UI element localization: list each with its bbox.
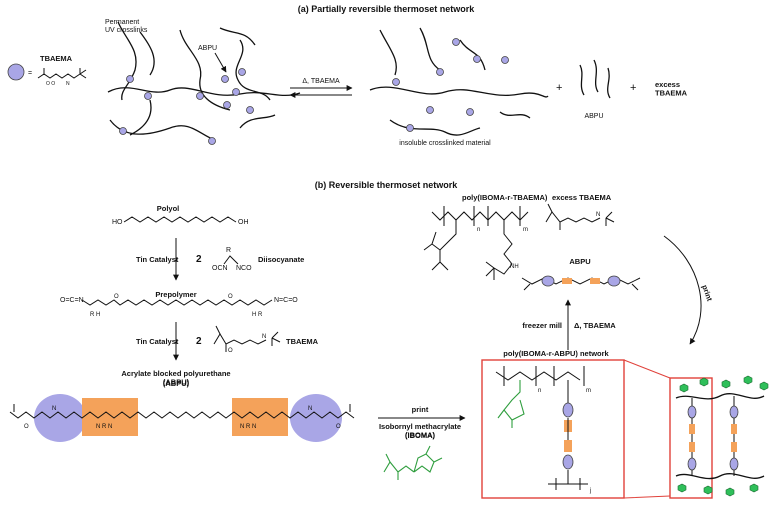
- network-label: poly(IBOMA-r-ABPU) network: [503, 349, 609, 358]
- abpu-full-label: Acrylate blocked polyurethane(ABPU): [121, 369, 230, 387]
- iboma-label: Isobornyl methacrylate(IBOMA): [379, 422, 461, 440]
- svg-text:N R N: N R N: [240, 424, 256, 430]
- svg-text:m: m: [523, 227, 528, 233]
- svg-text:R: R: [226, 247, 231, 254]
- insoluble-label: insoluble crosslinked material: [399, 140, 491, 147]
- panel-a-title: (a) Partially reversible thermoset netwo…: [298, 4, 476, 14]
- plus-2: +: [630, 82, 636, 94]
- svg-text:O: O: [228, 294, 233, 300]
- eq-1: 2: [196, 254, 202, 265]
- panel-b-title: (b) Reversible thermoset network: [315, 180, 459, 190]
- svg-text:n: n: [538, 388, 541, 394]
- abpu-structure: O N N R N N R N N O: [9, 394, 355, 442]
- svg-text:j: j: [589, 488, 591, 494]
- print-arrow: print Isobornyl methacrylate(IBOMA) (IBO…: [378, 405, 466, 440]
- free-abpu-label: ABPU: [584, 113, 603, 120]
- macro-network: [669, 375, 769, 499]
- svg-text:N R N: N R N: [96, 424, 112, 430]
- prepolymer-structure: Prepolymer O=C=N R H O O H R N=C=O: [60, 290, 298, 318]
- free-abpu: ABPU: [579, 59, 611, 120]
- arrow-a-label: Δ, TBAEMA: [302, 78, 340, 85]
- svg-text:m: m: [586, 388, 591, 394]
- svg-text:HO: HO: [112, 219, 123, 226]
- svg-text:N: N: [66, 81, 70, 87]
- network-detail: n m j: [495, 366, 591, 494]
- print-label: print: [412, 405, 429, 414]
- insoluble-network: insoluble crosslinked material: [369, 27, 549, 147]
- diisocyanate-structure: OCN R NCO: [212, 247, 252, 272]
- svg-text:OCN: OCN: [212, 265, 228, 272]
- svg-text:(ABPU): (ABPU): [163, 379, 190, 388]
- copolymer-label: poly(IBOMA-r-TBAEMA): [462, 193, 548, 202]
- svg-text:O: O: [336, 424, 341, 430]
- equilibrium-arrow-a: Δ, TBAEMA: [289, 78, 353, 98]
- svg-text:N=C=O: N=C=O: [274, 297, 298, 304]
- zoom-lines: [623, 359, 671, 499]
- excess-tbaema-label: excess TBAEMA: [552, 193, 612, 202]
- tin-catalyst-1: Tin Catalyst: [136, 255, 179, 264]
- svg-text:N: N: [262, 334, 266, 340]
- svg-text:NCO: NCO: [236, 265, 252, 272]
- svg-text:N: N: [596, 212, 600, 218]
- svg-text:N: N: [52, 406, 56, 412]
- abpu-pointer-label: ABPU: [198, 45, 217, 52]
- excess-tbaema-b: excess TBAEMA N: [545, 193, 615, 230]
- copolymer-structure: poly(IBOMA-r-TBAEMA) n m NH: [423, 193, 548, 280]
- svg-text:n: n: [477, 227, 480, 233]
- tbaema-structure-b: O N: [213, 325, 281, 354]
- svg-text:=: =: [28, 70, 32, 77]
- svg-text:O O: O O: [46, 81, 55, 87]
- svg-text:O=C=N: O=C=N: [60, 297, 84, 304]
- tbaema-legend: = TBAEMA O O N: [7, 54, 87, 87]
- svg-text:O: O: [24, 424, 29, 430]
- plus-1: +: [556, 82, 562, 94]
- eq-2: 2: [196, 336, 202, 347]
- print-curve-label: print: [700, 284, 714, 303]
- polyol-structure: HO OH Polyol: [112, 204, 249, 226]
- svg-text:NH: NH: [510, 264, 519, 270]
- svg-text:N: N: [308, 406, 312, 412]
- svg-text:O: O: [114, 294, 119, 300]
- svg-text:(IBOMA): (IBOMA): [405, 431, 435, 440]
- abpu-small: ABPU: [521, 257, 641, 291]
- polyol-label: Polyol: [157, 204, 180, 213]
- print-curve-arrow: print: [663, 235, 714, 345]
- iboma-structure: [383, 445, 443, 480]
- network-detail-frame: [481, 359, 625, 499]
- svg-text:R H: R H: [90, 312, 100, 318]
- legend-tbaema-label: TBAEMA: [40, 54, 73, 63]
- delta-tbaema-label: Δ, TBAEMA: [574, 321, 616, 330]
- prepolymer-label: Prepolymer: [155, 290, 196, 299]
- svg-text:H R: H R: [252, 312, 263, 318]
- diisocyanate-label: Diisocyanate: [258, 255, 304, 264]
- tbaema-label-b: TBAEMA: [286, 337, 319, 346]
- svg-text:OH: OH: [238, 219, 249, 226]
- abpu-small-label: ABPU: [569, 257, 590, 266]
- svg-text:O: O: [228, 348, 233, 354]
- tin-catalyst-2: Tin Catalyst: [136, 337, 179, 346]
- reprocess-arrow: freezer mill Δ, TBAEMA: [522, 299, 616, 350]
- freezer-mill-label: freezer mill: [522, 321, 562, 330]
